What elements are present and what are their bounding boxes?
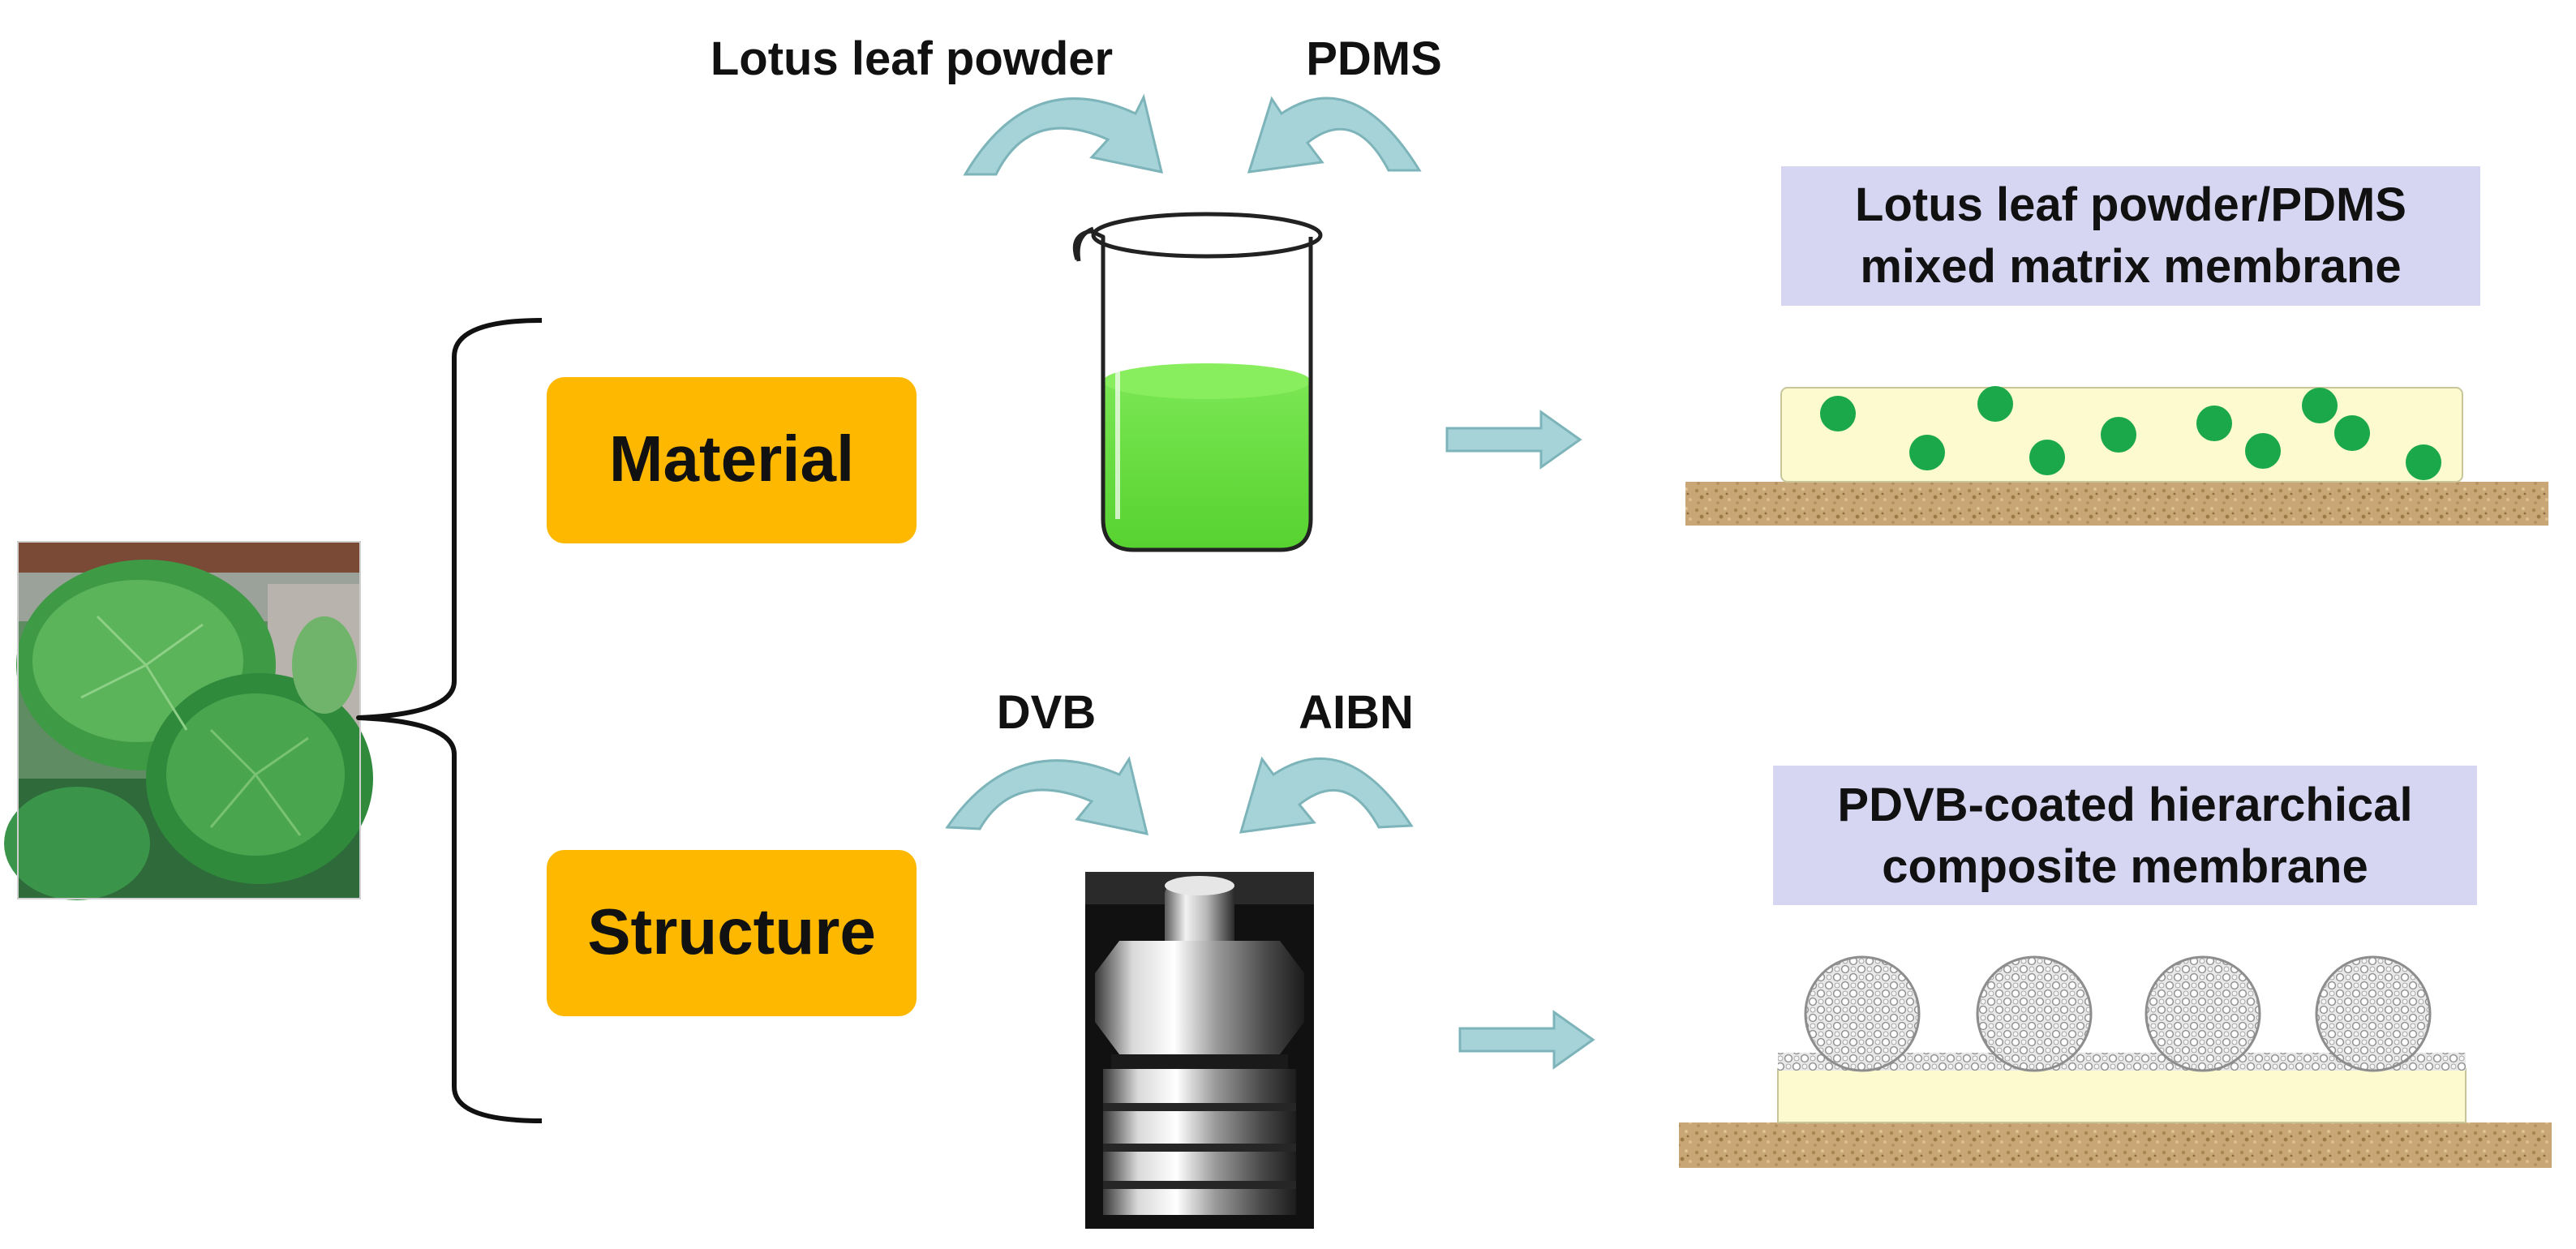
- process-arrow-icon: [1458, 1010, 1595, 1070]
- material-label: Material: [609, 423, 854, 495]
- hierarchical-composite-membrane-illustration: [1679, 955, 2552, 1168]
- structure-label: Structure: [587, 895, 876, 968]
- curved-arrow-icon: [1239, 756, 1414, 834]
- curved-arrow-icon: [945, 756, 1149, 835]
- membrane-title-line2: mixed matrix membrane: [1860, 240, 2401, 293]
- material-category-box: Material: [547, 377, 917, 543]
- pdms-label: PDMS: [1306, 32, 1442, 85]
- hierarchical-composite-membrane-title: PDVB-coated hierarchical composite membr…: [1773, 766, 2477, 905]
- aibn-label: AIBN: [1299, 686, 1414, 739]
- mixed-matrix-membrane-title: Lotus leaf powder/PDMS mixed matrix memb…: [1781, 166, 2480, 306]
- process-arrow-icon: [1445, 410, 1582, 470]
- membrane-title-line1: Lotus leaf powder/PDMS: [1855, 178, 2406, 231]
- curved-arrow-icon: [1247, 96, 1422, 174]
- membrane-title-line2: composite membrane: [1882, 840, 2368, 893]
- curved-arrow-icon: [963, 93, 1164, 176]
- membrane-title-line1: PDVB-coated hierarchical: [1837, 779, 2412, 831]
- structure-category-box: Structure: [547, 850, 917, 1016]
- lotus-leaf-powder-label: Lotus leaf powder: [711, 32, 1113, 85]
- mixed-matrix-membrane-illustration: [1685, 386, 2548, 526]
- lotus-leaf-photo: [4, 541, 373, 900]
- dvb-label: DVB: [997, 686, 1096, 739]
- autoclave-reactor-icon: [1085, 872, 1314, 1229]
- grouping-brace: [356, 318, 543, 1123]
- beaker-icon: [1072, 212, 1323, 552]
